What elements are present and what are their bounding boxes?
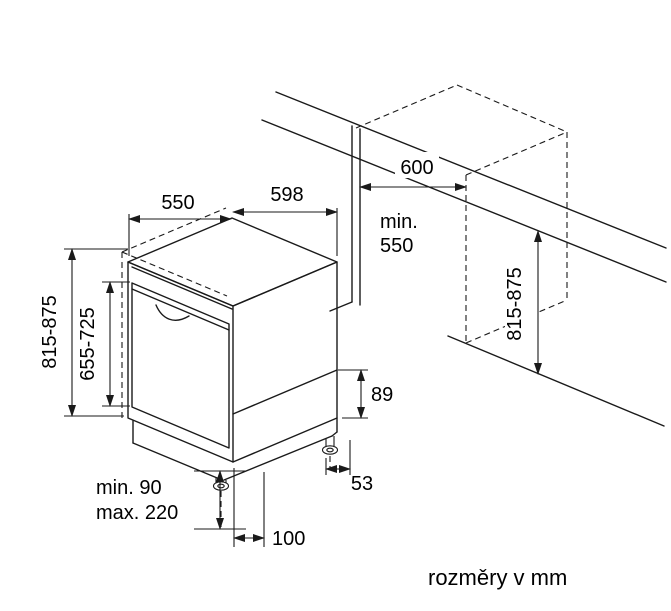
- dim-front-foot-inset: 100: [233, 468, 305, 550]
- floor-line: [447, 335, 665, 427]
- units-note-text: rozměry v mm: [428, 565, 567, 590]
- dim-label-height-left: 815-875: [39, 295, 61, 368]
- dim-niche-depth: min. 550: [380, 211, 418, 257]
- dim-label-rear-foot-offset: 53: [351, 473, 373, 495]
- dim-rear-foot-offset: 53: [325, 440, 373, 495]
- dim-label-niche-depth-min: min.: [380, 211, 418, 233]
- dim-top-width: 598: [232, 184, 338, 256]
- worktop-lines: [261, 91, 667, 283]
- dim-door-height: 655-725: [77, 281, 130, 407]
- dim-height-left: 815-875: [39, 248, 128, 417]
- dim-label-top-depth: 550: [161, 192, 194, 214]
- dishwasher-base: [132, 417, 338, 481]
- units-note: rozměry v mm: [428, 565, 567, 590]
- dim-top-depth: 550: [128, 192, 232, 256]
- dim-plinth-height: min. 90 max. 220: [96, 470, 246, 530]
- dishwasher-outline: [127, 217, 338, 463]
- dim-label-niche-depth-value: 550: [380, 235, 413, 257]
- niche-side-wall: [329, 125, 361, 312]
- rear-foot: [321, 436, 339, 455]
- dishwasher-door: [131, 282, 230, 449]
- dim-label-top-width: 598: [270, 184, 303, 206]
- dim-label-plinth-max: max. 220: [96, 502, 178, 524]
- dim-label-height-right: 815-875: [504, 267, 526, 340]
- dim-label-front-foot-inset: 100: [272, 528, 305, 550]
- dim-label-niche-width: 600: [400, 157, 433, 179]
- door-handle: [155, 304, 190, 321]
- dim-rear-base-height: 89: [338, 369, 393, 419]
- dim-height-right: 815-875: [504, 230, 542, 375]
- dim-niche-width: 600: [359, 152, 467, 191]
- dim-label-door-height: 655-725: [77, 307, 99, 380]
- dim-label-rear-base-height: 89: [371, 384, 393, 406]
- dim-label-plinth-min: min. 90: [96, 477, 162, 499]
